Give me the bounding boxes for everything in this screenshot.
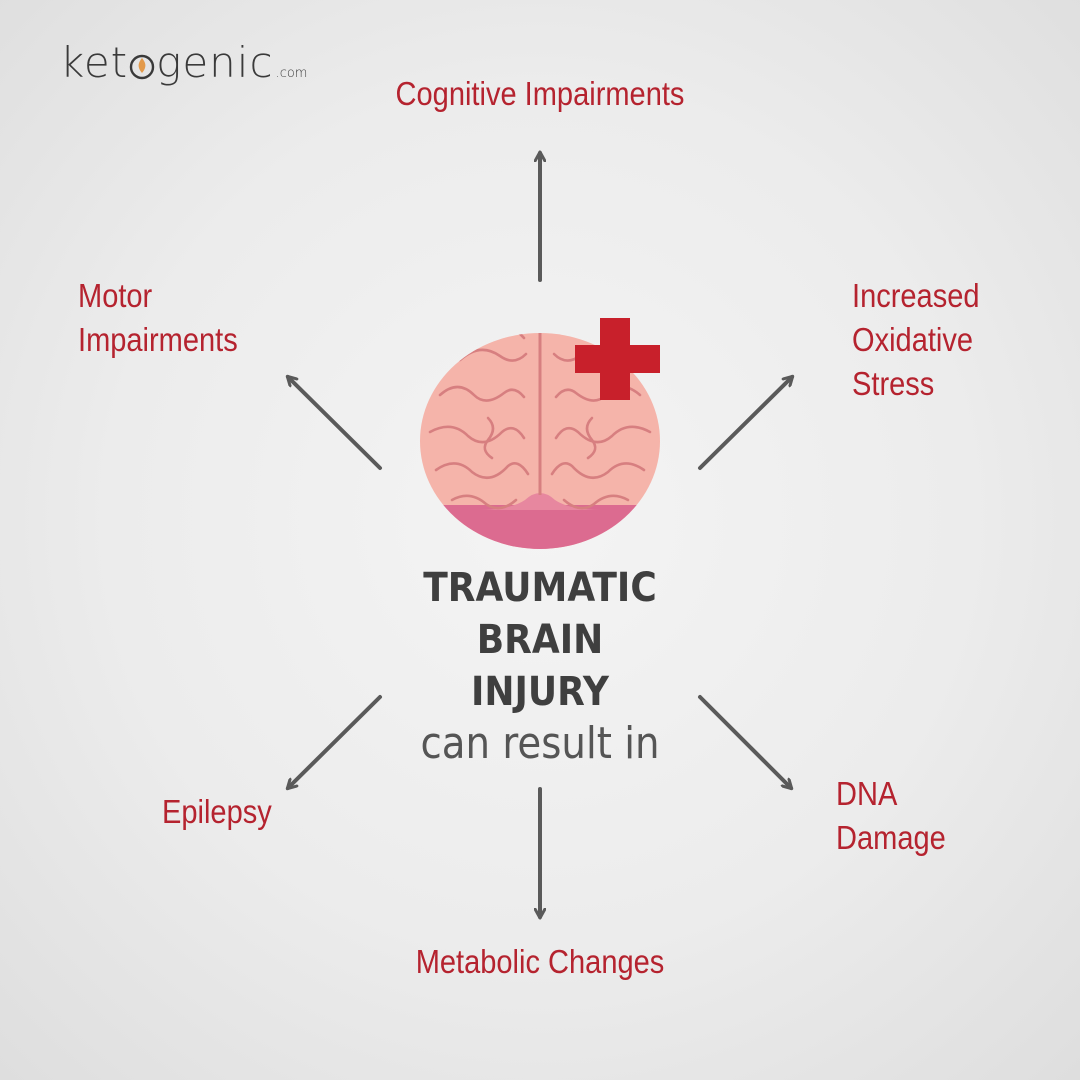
ketogenic-logo: ket genic.com bbox=[60, 38, 307, 87]
label-line: Increased bbox=[852, 277, 980, 314]
medical-cross-icon bbox=[575, 318, 660, 400]
title-line: TRAUMATIC bbox=[423, 565, 657, 611]
label-line: Stress bbox=[852, 365, 935, 402]
center-subtitle: can result in bbox=[420, 718, 660, 769]
label-increased-oxidative-stress: Increased Oxidative Stress bbox=[852, 274, 980, 406]
logo-text-start: ket bbox=[60, 38, 129, 87]
label-line: Epilepsy bbox=[162, 793, 272, 830]
arrow-to-motor bbox=[288, 377, 382, 470]
label-epilepsy: Epilepsy bbox=[162, 790, 272, 834]
label-metabolic-changes: Metabolic Changes bbox=[364, 940, 716, 984]
label-line: Impairments bbox=[78, 321, 238, 358]
label-line: Motor bbox=[78, 277, 153, 314]
title-line: INJURY bbox=[471, 669, 609, 715]
logo-drop-icon bbox=[129, 54, 155, 80]
logo-text-end: genic bbox=[156, 38, 274, 87]
label-line: DNA bbox=[836, 775, 898, 812]
center-title: TRAUMATIC BRAIN INJURY bbox=[360, 562, 720, 718]
title-line: BRAIN bbox=[476, 617, 604, 663]
label-line: Metabolic Changes bbox=[415, 943, 665, 980]
logo-suffix: .com bbox=[275, 66, 308, 81]
label-line: Damage bbox=[836, 819, 946, 856]
arrow-to-oxidative bbox=[698, 377, 792, 470]
arrow-to-dna bbox=[698, 695, 791, 788]
label-line: Oxidative bbox=[852, 321, 974, 358]
label-dna-damage: DNA Damage bbox=[836, 772, 946, 860]
label-line: Cognitive Impairments bbox=[395, 75, 685, 112]
label-cognitive-impairments: Cognitive Impairments bbox=[364, 72, 716, 116]
label-motor-impairments: Motor Impairments bbox=[78, 274, 238, 362]
arrow-to-epilepsy bbox=[288, 695, 382, 788]
